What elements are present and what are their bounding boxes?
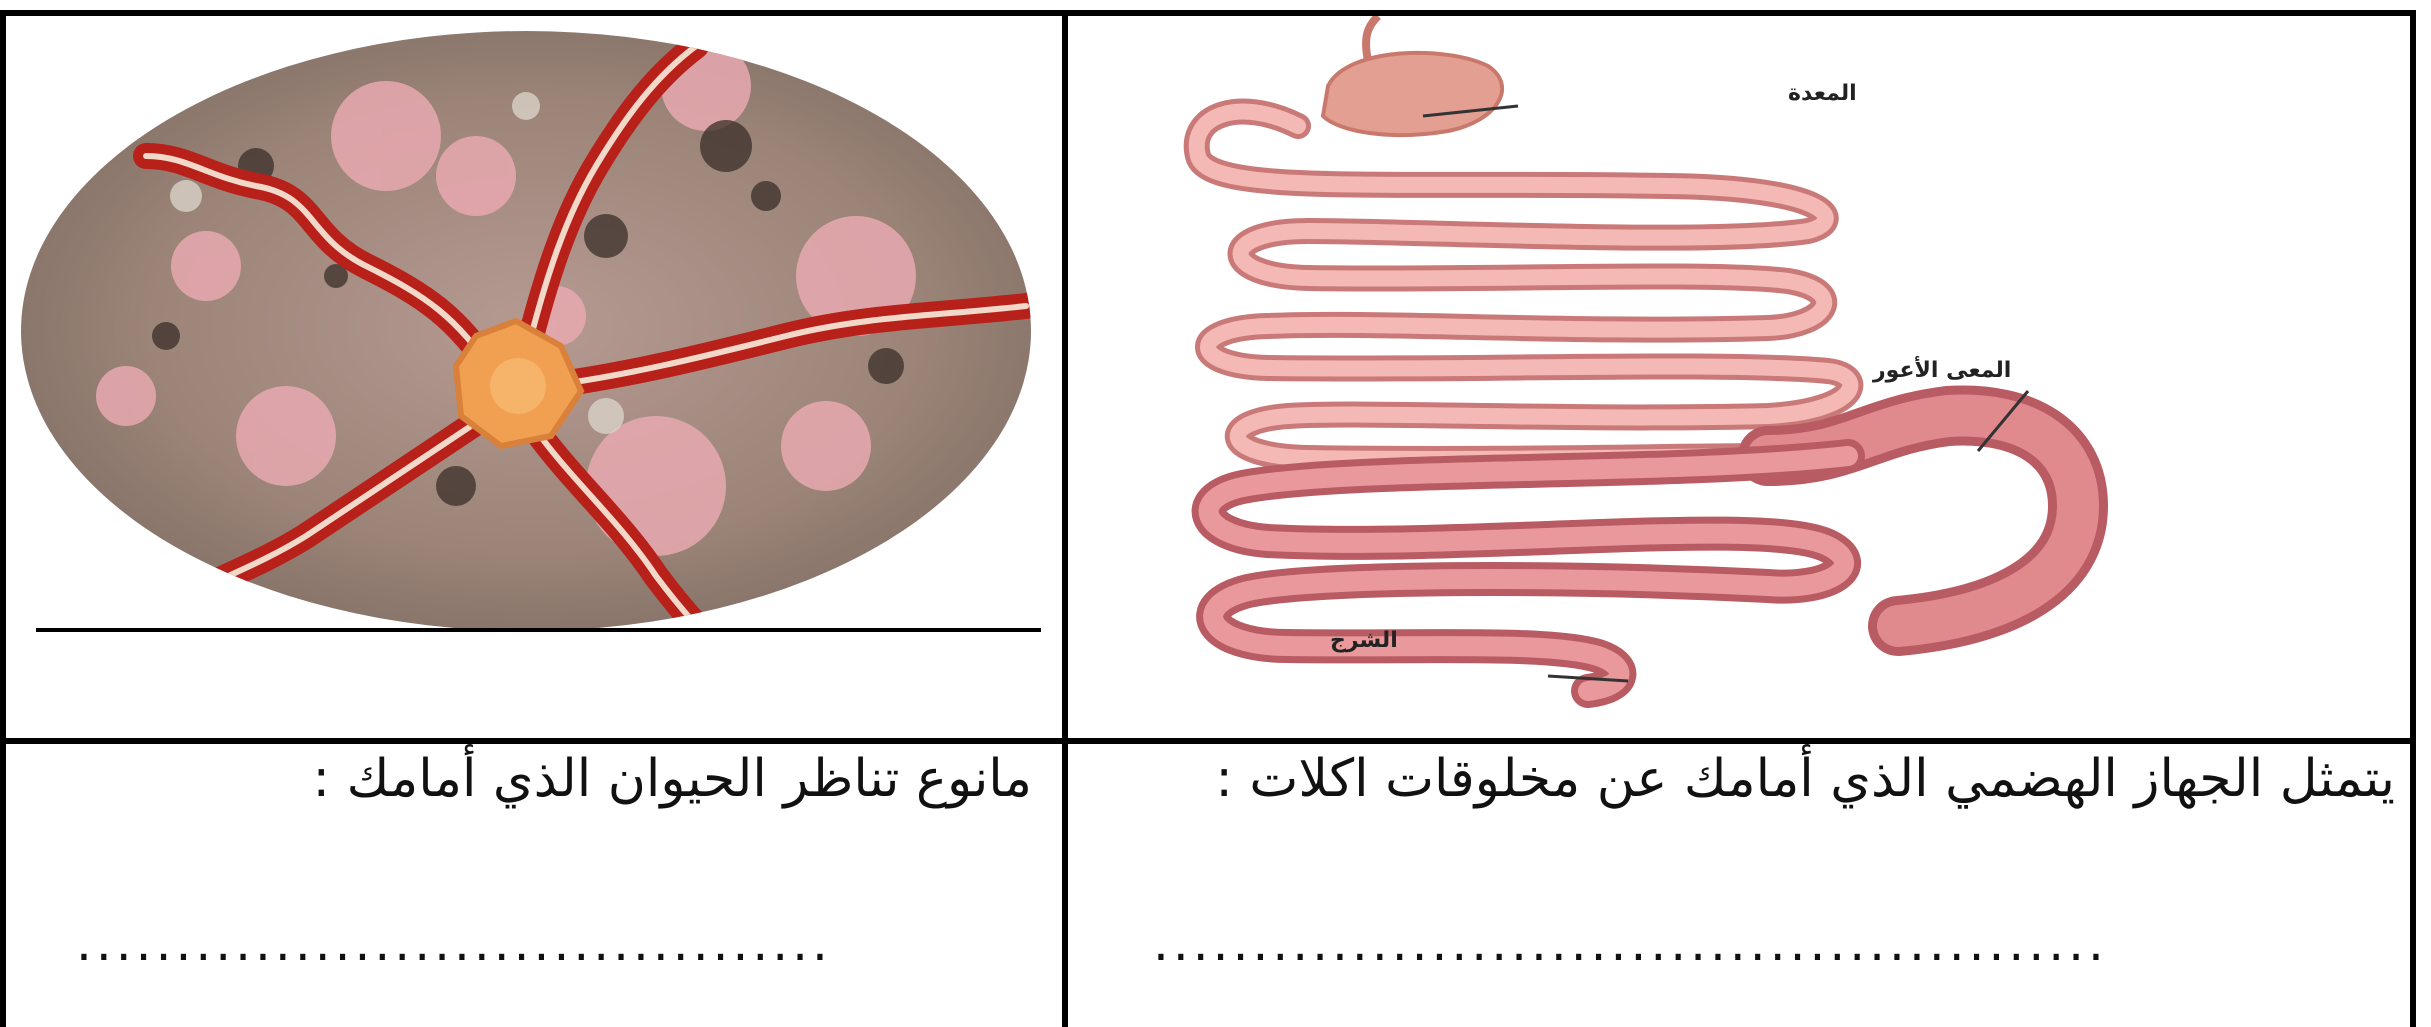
stomach-label: المعدة (1788, 81, 1857, 106)
anus-label: الشرج (1330, 628, 1398, 653)
brittle-star-cell (6, 16, 1062, 738)
symmetry-question: مانوع تناظر الحيوان الذي أمامك : (313, 749, 1032, 809)
diet-answer-blank[interactable]: ........................................… (1153, 914, 2333, 972)
brittle-star-photo (6, 16, 1062, 636)
digestive-system-cell: المعدة المعى الأعور الشرج (1068, 16, 2410, 738)
stomach-shape (1323, 53, 1502, 135)
digestive-system-diagram (1068, 16, 2410, 738)
diet-question: يتمثل الجهاز الهضمي الذي أمامك عن مخلوقا… (1215, 749, 2395, 809)
diet-question-cell: يتمثل الجهاز الهضمي الذي أمامك عن مخلوقا… (1068, 744, 2410, 1027)
large-intestine-label: المعى الأعور (1873, 358, 2011, 383)
symmetry-answer-blank[interactable]: ...................................... (76, 914, 1006, 972)
answer-line (36, 628, 1041, 632)
symmetry-question-cell: مانوع تناظر الحيوان الذي أمامك : .......… (6, 744, 1062, 1027)
